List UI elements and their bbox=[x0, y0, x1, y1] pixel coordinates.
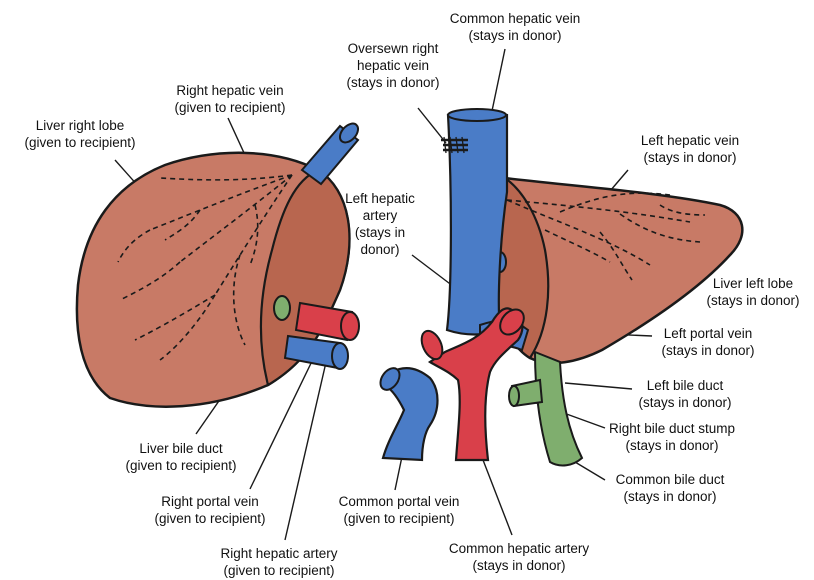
label-common-bile-duct: Common bile duct(stays in donor) bbox=[616, 471, 725, 505]
liver-bile-duct-opening bbox=[274, 296, 290, 320]
label-left-bile-duct: Left bile duct(stays in donor) bbox=[638, 377, 731, 411]
label-right-portal-vein: Right portal vein(given to recipient) bbox=[154, 493, 265, 527]
common-hepatic-vein bbox=[441, 109, 507, 335]
label-right-bile-duct-stump: Right bile duct stump(stays in donor) bbox=[609, 420, 735, 454]
label-liver-left-lobe: Liver left lobe(stays in donor) bbox=[706, 275, 799, 309]
common-bile-duct bbox=[509, 352, 582, 465]
label-common-hepatic-artery: Common hepatic artery(stays in donor) bbox=[449, 540, 589, 574]
right-hepatic-vein-stub bbox=[302, 120, 362, 184]
label-common-hepatic-vein: Common hepatic vein(stays in donor) bbox=[450, 10, 581, 44]
label-left-hepatic-vein: Left hepatic vein(stays in donor) bbox=[641, 132, 739, 166]
label-left-portal-vein: Left portal vein(stays in donor) bbox=[661, 325, 754, 359]
label-right-hepatic-vein: Right hepatic vein(given to recipient) bbox=[174, 82, 285, 116]
label-liver-right-lobe: Liver right lobe(given to recipient) bbox=[24, 117, 135, 151]
label-right-hepatic-artery: Right hepatic artery(given to recipient) bbox=[220, 545, 337, 579]
label-common-portal-vein: Common portal vein(given to recipient) bbox=[339, 493, 460, 527]
common-portal-vein bbox=[377, 365, 438, 460]
label-liver-bile-duct: Liver bile duct(given to recipient) bbox=[125, 440, 236, 474]
